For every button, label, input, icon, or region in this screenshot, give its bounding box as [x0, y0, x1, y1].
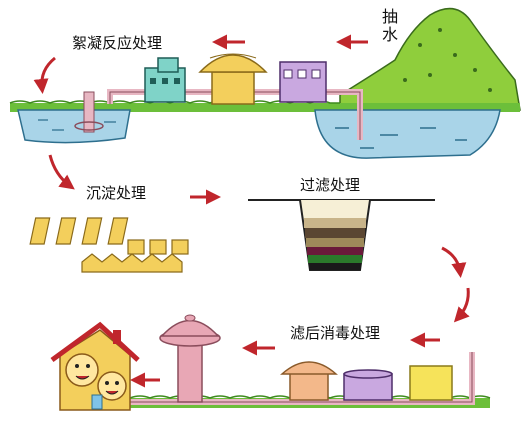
ground-top	[9, 100, 520, 112]
flow-arrows-top	[33, 34, 368, 190]
label-disinfection: 滤后消毒处理	[290, 324, 381, 342]
dome-tower	[198, 53, 268, 105]
building-purple	[279, 61, 327, 103]
mountain	[339, 7, 521, 111]
tank-yellow-bottom	[409, 365, 453, 401]
label-sedimentation: 沉淀处理	[86, 184, 147, 202]
tank-purple-bottom	[343, 369, 393, 401]
arrow-to-sedimentation	[48, 154, 75, 190]
flow-arrows-right	[410, 246, 470, 348]
label-pump: 抽水	[379, 8, 398, 44]
label-coagulation: 絮凝反应处理	[72, 34, 163, 52]
house-with-family	[50, 321, 140, 411]
label-filtration: 过滤处理	[300, 176, 361, 194]
reservoir	[314, 109, 501, 159]
filter-bed	[248, 199, 435, 271]
flow-arrows-bottom	[130, 340, 275, 388]
dome-tank-bottom	[280, 361, 338, 401]
mixing-tank	[17, 91, 131, 144]
bottom-pipeline	[95, 352, 475, 405]
sedimentation-blocks	[29, 217, 189, 273]
arrow-down-left	[33, 56, 56, 94]
building-cyan	[144, 57, 186, 103]
water-tower-pink	[159, 314, 221, 403]
